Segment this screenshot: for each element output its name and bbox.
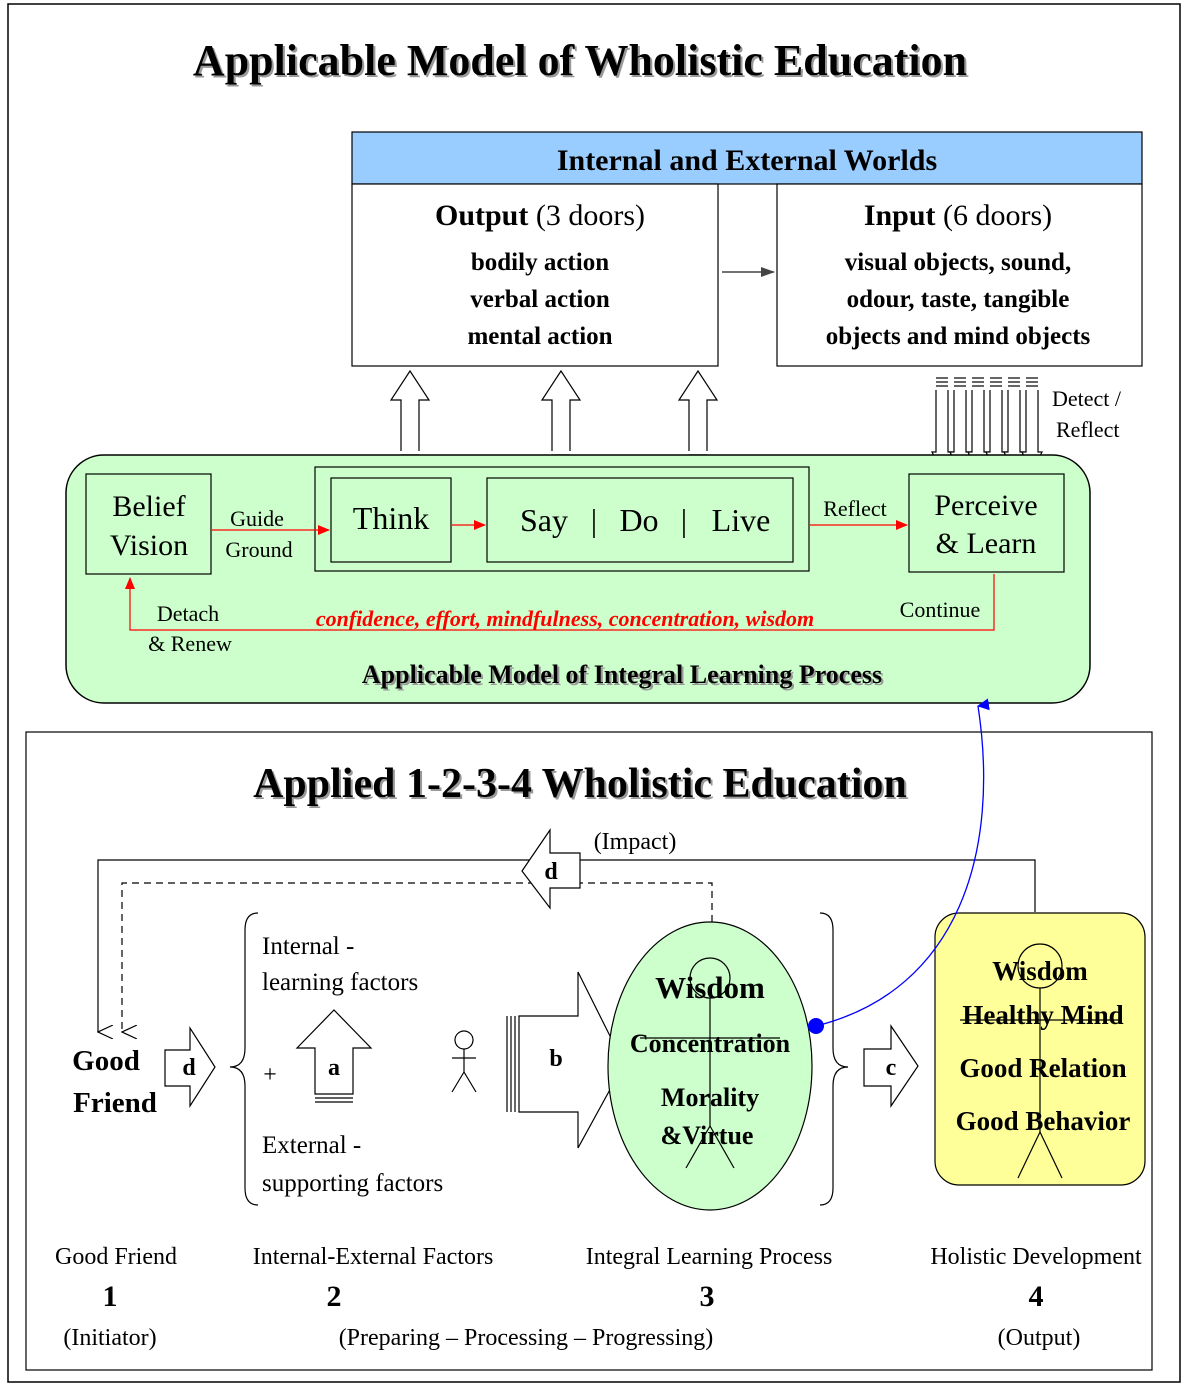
belief-vision-box bbox=[85, 473, 212, 575]
footer-number-2: 2 bbox=[327, 1280, 342, 1313]
worlds-section: Internal and External Worlds Output (3 d… bbox=[351, 131, 1143, 367]
main-title: Applicable Model of Wholistic Education bbox=[193, 36, 967, 85]
blue-link-dot bbox=[808, 1018, 824, 1034]
footer-sub-1: (Initiator) bbox=[63, 1325, 156, 1351]
think-box bbox=[330, 477, 452, 563]
worlds-header: Internal and External Worlds bbox=[557, 144, 937, 177]
dev-good-relation: Good Relation bbox=[959, 1053, 1126, 1083]
footer: Good Friend 1 (Initiator) Internal-Exter… bbox=[55, 1244, 1142, 1351]
detect-label: Detect / bbox=[1052, 386, 1122, 411]
say-do-live-box bbox=[486, 477, 794, 563]
action-group-box bbox=[314, 466, 810, 572]
learning-process-panel: Belief Vision Guide Ground Think Say | D… bbox=[65, 454, 1091, 704]
input-title: Input (6 doors) bbox=[864, 199, 1052, 232]
ground-label: Ground bbox=[225, 537, 292, 562]
ellipse-virtue: &Virtue bbox=[661, 1121, 754, 1150]
down-door-arrow bbox=[949, 377, 971, 474]
external-sub-label: supporting factors bbox=[262, 1170, 443, 1197]
detach-label: Detach bbox=[157, 601, 219, 626]
reflect-label: Reflect bbox=[1056, 417, 1120, 442]
learn-label: & Learn bbox=[936, 527, 1037, 560]
dev-healthy-mind: Healthy Mind bbox=[962, 1000, 1123, 1030]
output-line: verbal action bbox=[470, 286, 610, 313]
ellipse-concentration: Concentration bbox=[630, 1029, 791, 1058]
friend-label: Friend bbox=[73, 1087, 157, 1119]
sense-door-arrows bbox=[931, 377, 1043, 474]
worlds-header-box bbox=[351, 131, 1143, 185]
vision-label: Vision bbox=[110, 529, 188, 562]
input-box bbox=[776, 183, 1143, 367]
divider: | bbox=[591, 502, 597, 538]
applied-title: Applied 1-2-3-4 Wholistic Education bbox=[253, 761, 907, 807]
process-panel-bg bbox=[65, 454, 1091, 704]
footer-number-4: 4 bbox=[1029, 1280, 1044, 1313]
footer-label-2: Internal-External Factors bbox=[253, 1244, 494, 1270]
external-label: External - bbox=[262, 1132, 361, 1159]
input-line: visual objects, sound, bbox=[845, 249, 1071, 276]
output-line: mental action bbox=[467, 323, 612, 350]
ellipse-figure bbox=[640, 957, 780, 1169]
impact-arrow-d bbox=[521, 828, 581, 910]
faculties-label: confidence, effort, mindfulness, concent… bbox=[316, 606, 814, 631]
arrow-b bbox=[506, 971, 625, 1149]
output-title: Output (3 doors) bbox=[435, 199, 645, 232]
impact-arrow-d-label: d bbox=[544, 859, 558, 885]
think-label: Think bbox=[353, 500, 429, 536]
renew-label: & Renew bbox=[148, 631, 232, 656]
arrow-c bbox=[863, 1024, 919, 1108]
live-label: Live bbox=[712, 502, 771, 538]
footer-sub-4: (Output) bbox=[998, 1325, 1081, 1351]
learner-figure bbox=[451, 1030, 477, 1093]
outer-frame bbox=[7, 3, 1181, 1383]
arrow-d-label: d bbox=[182, 1055, 196, 1081]
impact-label: (Impact) bbox=[594, 829, 677, 855]
do-label: Do bbox=[619, 502, 658, 538]
arrow-a bbox=[295, 1009, 373, 1095]
divider: | bbox=[681, 502, 687, 538]
internal-sub-label: learning factors bbox=[262, 969, 418, 996]
ellipse-morality: Morality bbox=[661, 1083, 759, 1112]
arrow-c-label: c bbox=[886, 1055, 897, 1081]
footer-label-1: Good Friend bbox=[55, 1244, 177, 1270]
good-label: Good bbox=[72, 1045, 140, 1077]
development-figure bbox=[960, 943, 1120, 1179]
perceive-label: Perceive bbox=[934, 489, 1037, 522]
up-block-arrow bbox=[389, 369, 431, 464]
footer-number-1: 1 bbox=[103, 1280, 118, 1313]
reflect-arrow-label: Reflect bbox=[823, 496, 887, 521]
perceive-learn-box bbox=[908, 473, 1065, 573]
renew-loop-arrow bbox=[125, 574, 995, 631]
ellipse-wisdom: Wisdom bbox=[655, 970, 765, 1005]
factors-brace bbox=[229, 912, 259, 1206]
footer-number-3: 3 bbox=[700, 1280, 715, 1313]
input-line: odour, taste, tangible bbox=[847, 286, 1070, 313]
blue-link-curve bbox=[815, 698, 990, 1027]
dev-wisdom: Wisdom bbox=[992, 956, 1088, 986]
belief-label: Belief bbox=[112, 490, 185, 523]
applied-frame bbox=[25, 731, 1153, 1371]
process-brace bbox=[819, 912, 849, 1206]
input-line: objects and mind objects bbox=[826, 323, 1091, 350]
output-box bbox=[351, 183, 719, 367]
footer-sub-2: (Preparing – Processing – Progressing) bbox=[339, 1325, 714, 1351]
dev-good-behavior: Good Behavior bbox=[956, 1106, 1131, 1136]
up-block-arrow bbox=[540, 369, 582, 464]
process-caption: Applicable Model of Integral Learning Pr… bbox=[362, 660, 882, 689]
footer-label-4: Holistic Development bbox=[930, 1244, 1142, 1270]
action-arrows bbox=[389, 369, 719, 464]
guide-label: Guide bbox=[230, 506, 284, 531]
output-line: bodily action bbox=[471, 249, 609, 276]
arrow-b-label: b bbox=[549, 1046, 562, 1072]
internal-label: Internal - bbox=[262, 933, 354, 960]
footer-label-3: Integral Learning Process bbox=[586, 1244, 833, 1270]
arrow-d bbox=[164, 1025, 216, 1109]
up-block-arrow bbox=[677, 369, 719, 464]
continue-label: Continue bbox=[900, 597, 981, 622]
arrow-a-label: a bbox=[328, 1055, 340, 1081]
say-label: Say bbox=[520, 502, 568, 538]
plus-sign: + bbox=[263, 1062, 277, 1088]
